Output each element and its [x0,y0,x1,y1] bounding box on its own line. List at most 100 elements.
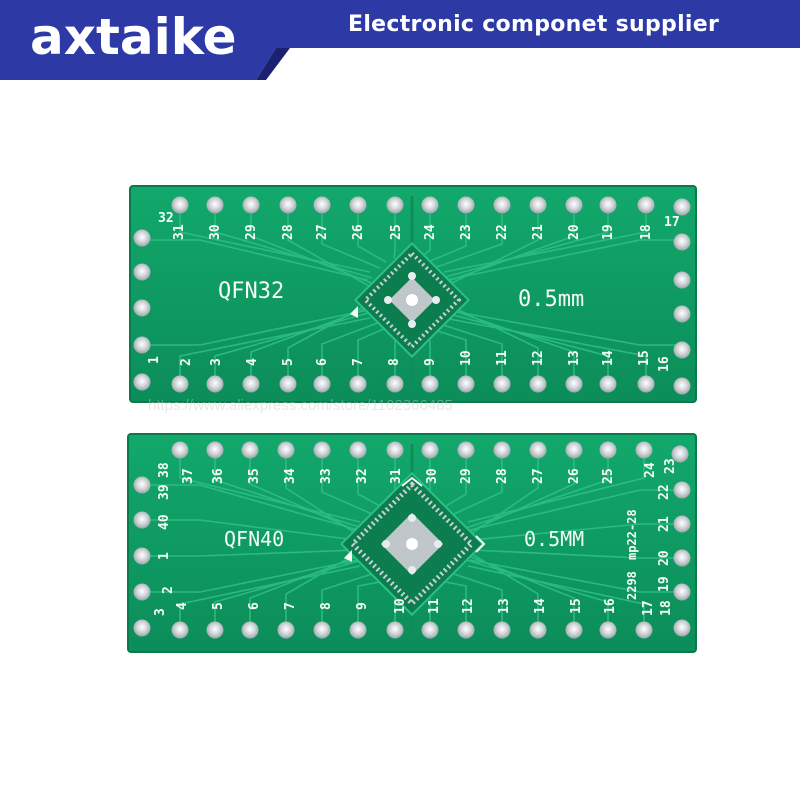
pin-label: 23 [459,224,474,240]
pin-label: 20 [657,550,672,566]
qfn40-board: QFN40 0.5MM 2298 mp22-28 38 37 36 35 34 … [127,433,697,653]
pin-label: 6 [315,358,330,366]
pin-label: 30 [425,468,440,484]
pin-label: 21 [531,224,546,240]
pin-label: 15 [637,350,652,366]
pin-label: 29 [459,468,474,484]
pin-label: 8 [387,358,402,366]
pin-label: 38 [157,462,172,478]
pin-label: 26 [351,224,366,240]
pin-label: 24 [643,462,658,478]
qfn32-footprint [350,242,470,358]
pin-label: 11 [495,350,510,366]
pin-label: 24 [423,224,438,240]
pin-label: 5 [281,358,296,366]
pin-label: 14 [601,350,616,366]
qfn40-label: QFN40 [224,527,284,551]
pin-label: 19 [601,224,616,240]
pin-label: 15 [569,598,584,614]
pin-label: 26 [567,468,582,484]
pin-label: 27 [531,468,546,484]
qfn32-side-pads [133,229,691,359]
pin-label: 12 [461,598,476,614]
pin-label: 8 [319,602,334,610]
pin-label: 28 [281,224,296,240]
pin-label: 35 [247,468,262,484]
pin-label: 2 [179,358,194,366]
pin-label: 30 [208,224,223,240]
pin-label: 39 [157,484,172,500]
qfn32-label: QFN32 [218,279,284,304]
pin-label: 6 [247,602,262,610]
pin-label: 1 [157,552,172,560]
pin-label: 4 [245,358,260,366]
pin-label: 23 [663,458,678,474]
pin-label: 11 [427,598,442,614]
qfn40-footprint [339,471,486,617]
qfn40-top-pin-labels: 38 37 36 35 34 33 32 31 30 29 28 27 26 2… [157,458,678,484]
pin-label: 2 [161,586,176,594]
store-watermark: https://www.aliexpress.com/store/1102366… [148,397,453,414]
qfn40-side-pads [133,476,691,601]
pin-label: 3 [153,608,168,616]
pin-label: 14 [533,598,548,614]
brand-banner [0,0,800,80]
pin-label: 31 [389,468,404,484]
pin-label: 16 [603,598,618,614]
pin-label: 32 [355,468,370,484]
brand-logo: axtaike [30,8,237,66]
pin-label: 3 [209,358,224,366]
pin-label: 10 [393,598,408,614]
pin-label: 5 [211,602,226,610]
qfn32-top-pads [171,196,691,216]
qfn40-right-pin-labels: 22 21 20 19 [657,484,672,592]
pin-label: 9 [423,358,438,366]
pin-label: 7 [283,602,298,610]
pin-label: 31 [172,224,187,240]
pin-label: 18 [659,600,674,616]
pin-label: 27 [315,224,330,240]
pin-label: 20 [567,224,582,240]
qfn40-top-pads [171,441,689,463]
qfn40-pitch: 0.5MM [524,527,584,551]
qfn40-left-pin-labels: 39 40 1 2 [157,484,176,594]
pin-label: 22 [495,224,510,240]
pin-label: 19 [657,576,672,592]
pin-label: 21 [657,516,672,532]
pin-label: 25 [389,224,404,240]
pin-label: 13 [497,598,512,614]
qfn40-bottom-pin-labels: 3 4 5 6 7 8 9 10 11 12 13 14 15 16 17 18 [153,598,674,616]
pin-label: 37 [181,468,196,484]
qfn40-part-code: 2298 [625,571,639,600]
pin-label: 34 [283,468,298,484]
pin-label: 17 [641,600,656,616]
pin-label: 25 [601,468,616,484]
pin-label: 32 [158,211,174,226]
pin-label: 36 [211,468,226,484]
brand-tagline: Electronic componet supplier [348,12,720,37]
pin-label: 33 [319,468,334,484]
pin-label: 1 [147,356,162,364]
pin-label: 13 [567,350,582,366]
pin-label: 18 [639,224,654,240]
pin-label: 17 [664,215,680,230]
pin-label: 12 [531,350,546,366]
qfn32-top-pin-labels: 32 31 30 29 28 27 26 25 24 23 22 21 20 1… [158,211,680,240]
pin-label: 4 [175,602,190,610]
qfn40-series-code: mp22-28 [625,509,639,560]
pin-label: 10 [459,350,474,366]
qfn40-bottom-pads [133,619,691,639]
qfn32-pitch: 0.5mm [518,287,584,312]
pin-label: 22 [657,484,672,500]
pin-label: 9 [355,602,370,610]
qfn32-bottom-pin-labels: 1 2 3 4 5 6 7 8 9 10 11 12 13 14 15 16 [147,350,672,372]
pin-label: 40 [157,514,172,530]
pin-label: 7 [351,358,366,366]
pin-label: 16 [657,356,672,372]
qfn32-board: QFN32 0.5mm 32 31 30 29 28 27 26 25 24 2… [129,185,697,403]
pin-label: 29 [244,224,259,240]
pin-label: 28 [495,468,510,484]
qfn32-bottom-pads [133,373,691,395]
